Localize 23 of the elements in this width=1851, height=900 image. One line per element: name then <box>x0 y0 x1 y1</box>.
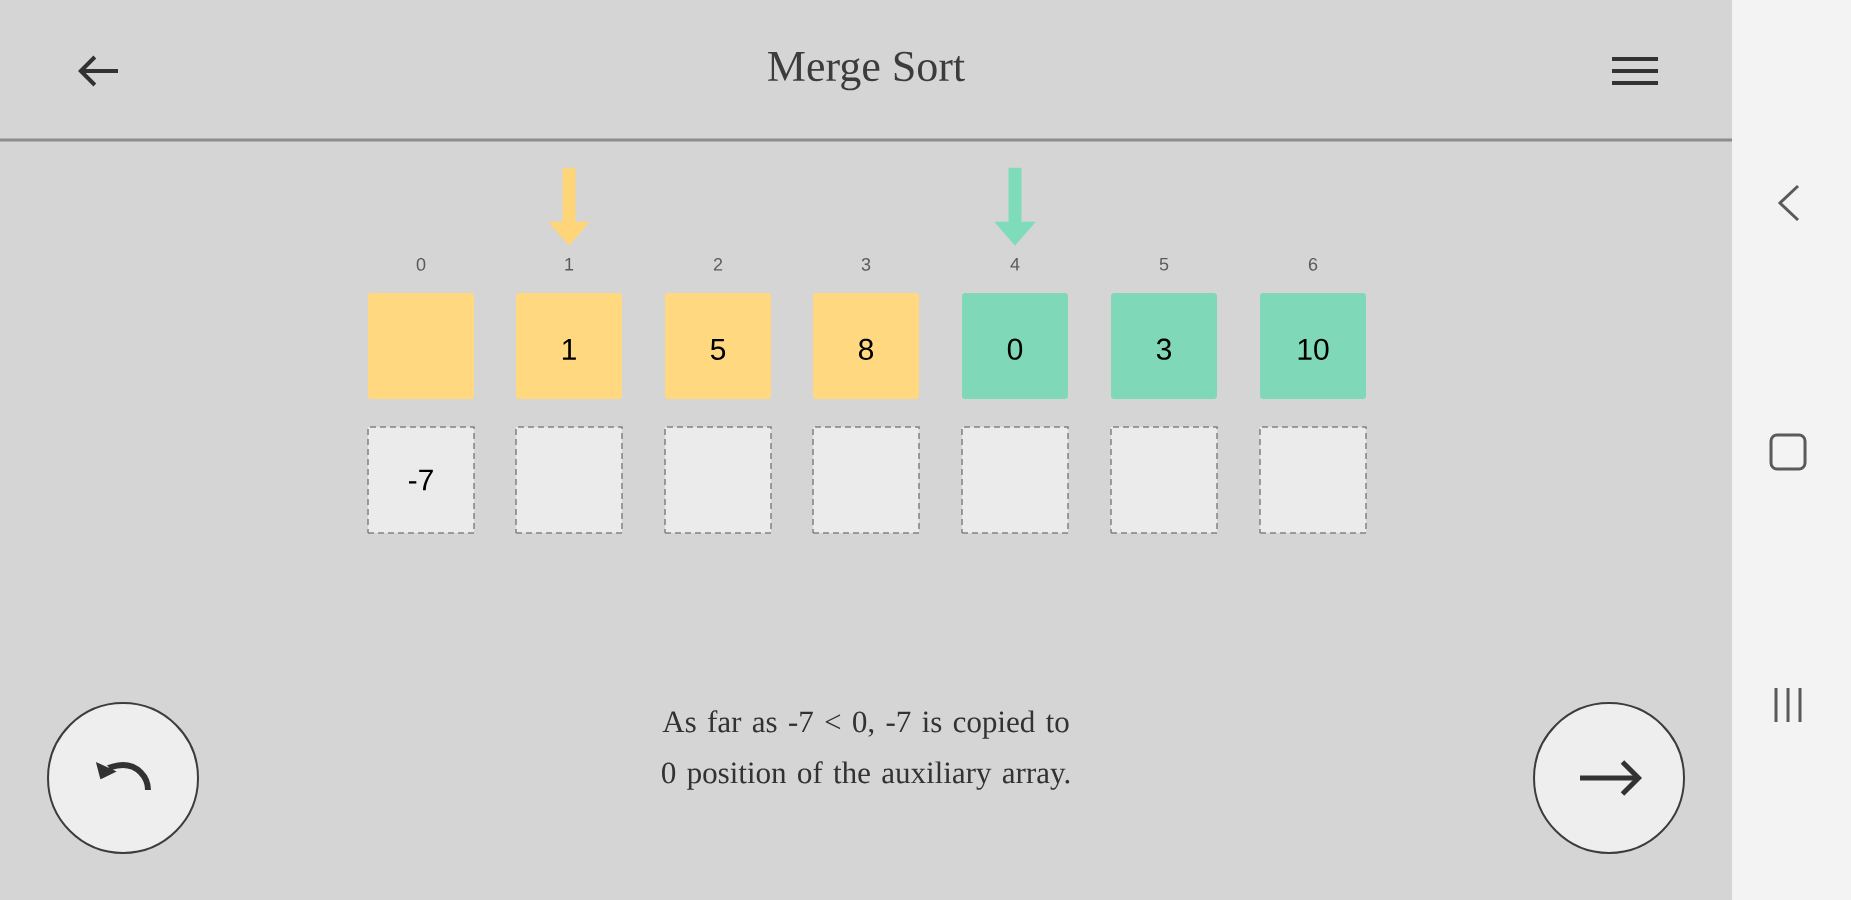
node-label: 0 <box>416 258 426 271</box>
title: Merge Sort <box>768 51 965 91</box>
auxiliary-cell <box>664 426 772 534</box>
auxiliary-cell <box>515 426 623 534</box>
array-cell: 6 10 <box>1260 258 1366 399</box>
node-label: 6 <box>1308 258 1318 271</box>
auxiliary-cell <box>961 426 1069 534</box>
node-label: 2 <box>713 258 723 271</box>
array-cell: 5 3 <box>1111 258 1217 399</box>
auxiliary-cell <box>1259 426 1367 534</box>
node-label: 5 <box>1159 258 1169 271</box>
array-cell: 4 0 <box>962 258 1068 399</box>
auxiliary-cell <box>1110 426 1218 534</box>
node-label: 4 <box>1010 258 1020 271</box>
auxiliary-cell <box>812 426 920 534</box>
array-cell: 3 8 <box>813 258 919 399</box>
array-cell: 2 5 <box>665 258 771 399</box>
node-label: 1 <box>565 258 574 271</box>
auxiliary-cell: -7 <box>367 426 475 534</box>
array-cell: 0 <box>368 258 474 399</box>
array-cell: 1 1 <box>516 258 622 399</box>
node-label: 3 <box>861 258 871 271</box>
explanation-text: As far as -7 < 0, -7 is copied to 0 position of the auxiliary array. <box>662 710 1070 790</box>
